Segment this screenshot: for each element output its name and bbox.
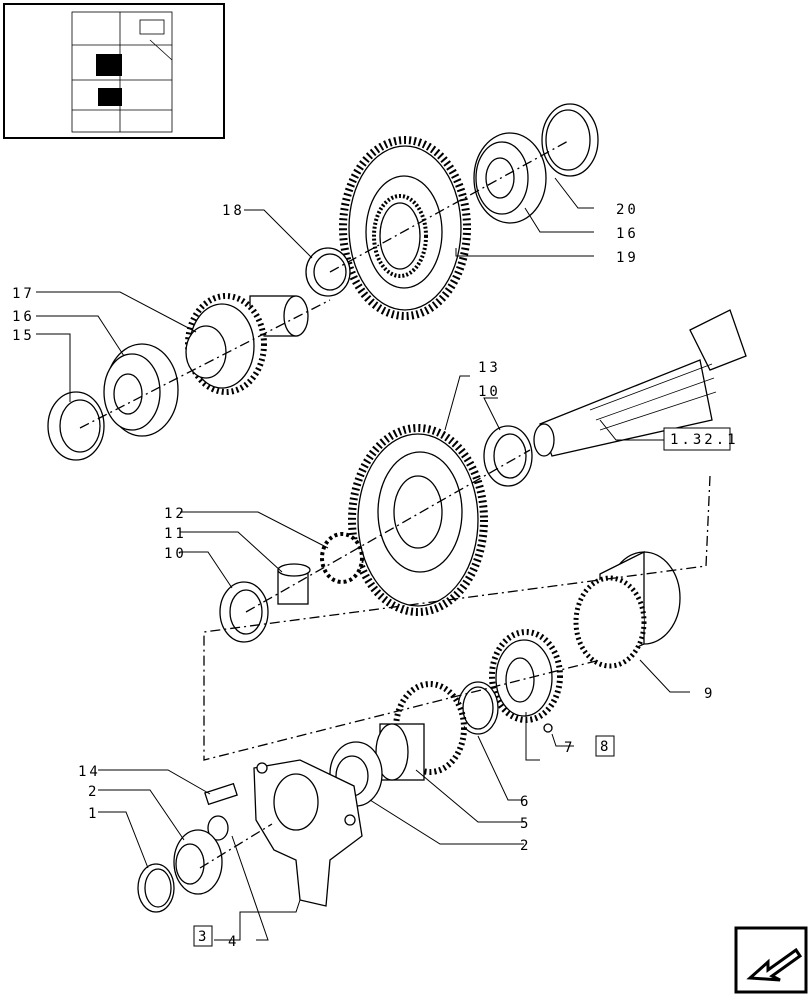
callout-12: 12 (164, 506, 187, 522)
part-16-bearing-left (103, 343, 179, 437)
part-18-clip (305, 247, 351, 297)
ref-box-1-32-1[interactable]: 1.32.1 (663, 427, 739, 451)
part-1-snap-ring (137, 863, 175, 913)
callout-16-left: 16 (12, 309, 35, 325)
callout-17: 17 (12, 286, 35, 302)
callout-19: 19 (616, 250, 639, 266)
svg-text:3: 3 (198, 929, 209, 945)
axis-middle (245, 449, 531, 613)
callout-18: 18 (222, 203, 245, 219)
part-2-bearing-bottom (173, 829, 223, 895)
part-7-ball (543, 723, 553, 733)
part-13-gear (348, 424, 488, 616)
callout-2-left: 2 (88, 784, 99, 800)
svg-text:8: 8 (600, 739, 611, 755)
part-6-snap-ring (457, 681, 499, 735)
axis-lower (199, 823, 273, 869)
callout-1: 1 (88, 806, 99, 822)
callout-15: 15 (12, 328, 35, 344)
part-9-coupling (573, 550, 681, 669)
part-15-washer (47, 391, 105, 461)
part-4-support-bracket (253, 759, 363, 907)
callout-16-top: 16 (616, 226, 639, 242)
leader-lines (36, 177, 690, 941)
part-11-bushing (277, 563, 311, 605)
part-14-bolt (204, 782, 238, 806)
ref-box-8[interactable]: 8 (595, 735, 615, 757)
locator-thumbnail-icon[interactable] (3, 3, 225, 139)
part-17-shaft-gear (185, 293, 309, 395)
axis-upper-right (329, 139, 571, 273)
part-pinion-shaft (533, 309, 747, 457)
part-2-hub-gear (375, 681, 467, 781)
callout-11: 11 (164, 526, 187, 542)
part-16-bearing-top (473, 132, 547, 224)
svg-text:1.32.1: 1.32.1 (670, 432, 739, 448)
callout-5: 5 (520, 816, 531, 832)
part-5-gear (489, 629, 563, 723)
callout-9: 9 (704, 686, 715, 702)
callout-7: 7 (564, 740, 575, 756)
part-12-needle-bearing (320, 532, 364, 584)
part-19-gear (339, 136, 471, 320)
part-10-washer-mid (219, 581, 269, 643)
callout-14: 14 (78, 764, 101, 780)
callout-6: 6 (520, 794, 531, 810)
part-20-snap-ring (541, 103, 599, 177)
callout-2-right: 2 (520, 838, 531, 854)
part-dowel (207, 815, 229, 841)
callout-4: 4 (228, 934, 239, 950)
callout-20: 20 (616, 202, 639, 218)
assembly-boundary (203, 475, 711, 761)
callout-10-top: 10 (478, 384, 501, 400)
ref-box-3[interactable]: 3 (193, 925, 213, 947)
part-10-washer-top (483, 425, 533, 487)
axis-upper-left (79, 299, 331, 429)
callout-13: 13 (478, 360, 501, 376)
next-page-arrow-icon[interactable] (734, 926, 808, 994)
callout-10-mid: 10 (164, 546, 187, 562)
